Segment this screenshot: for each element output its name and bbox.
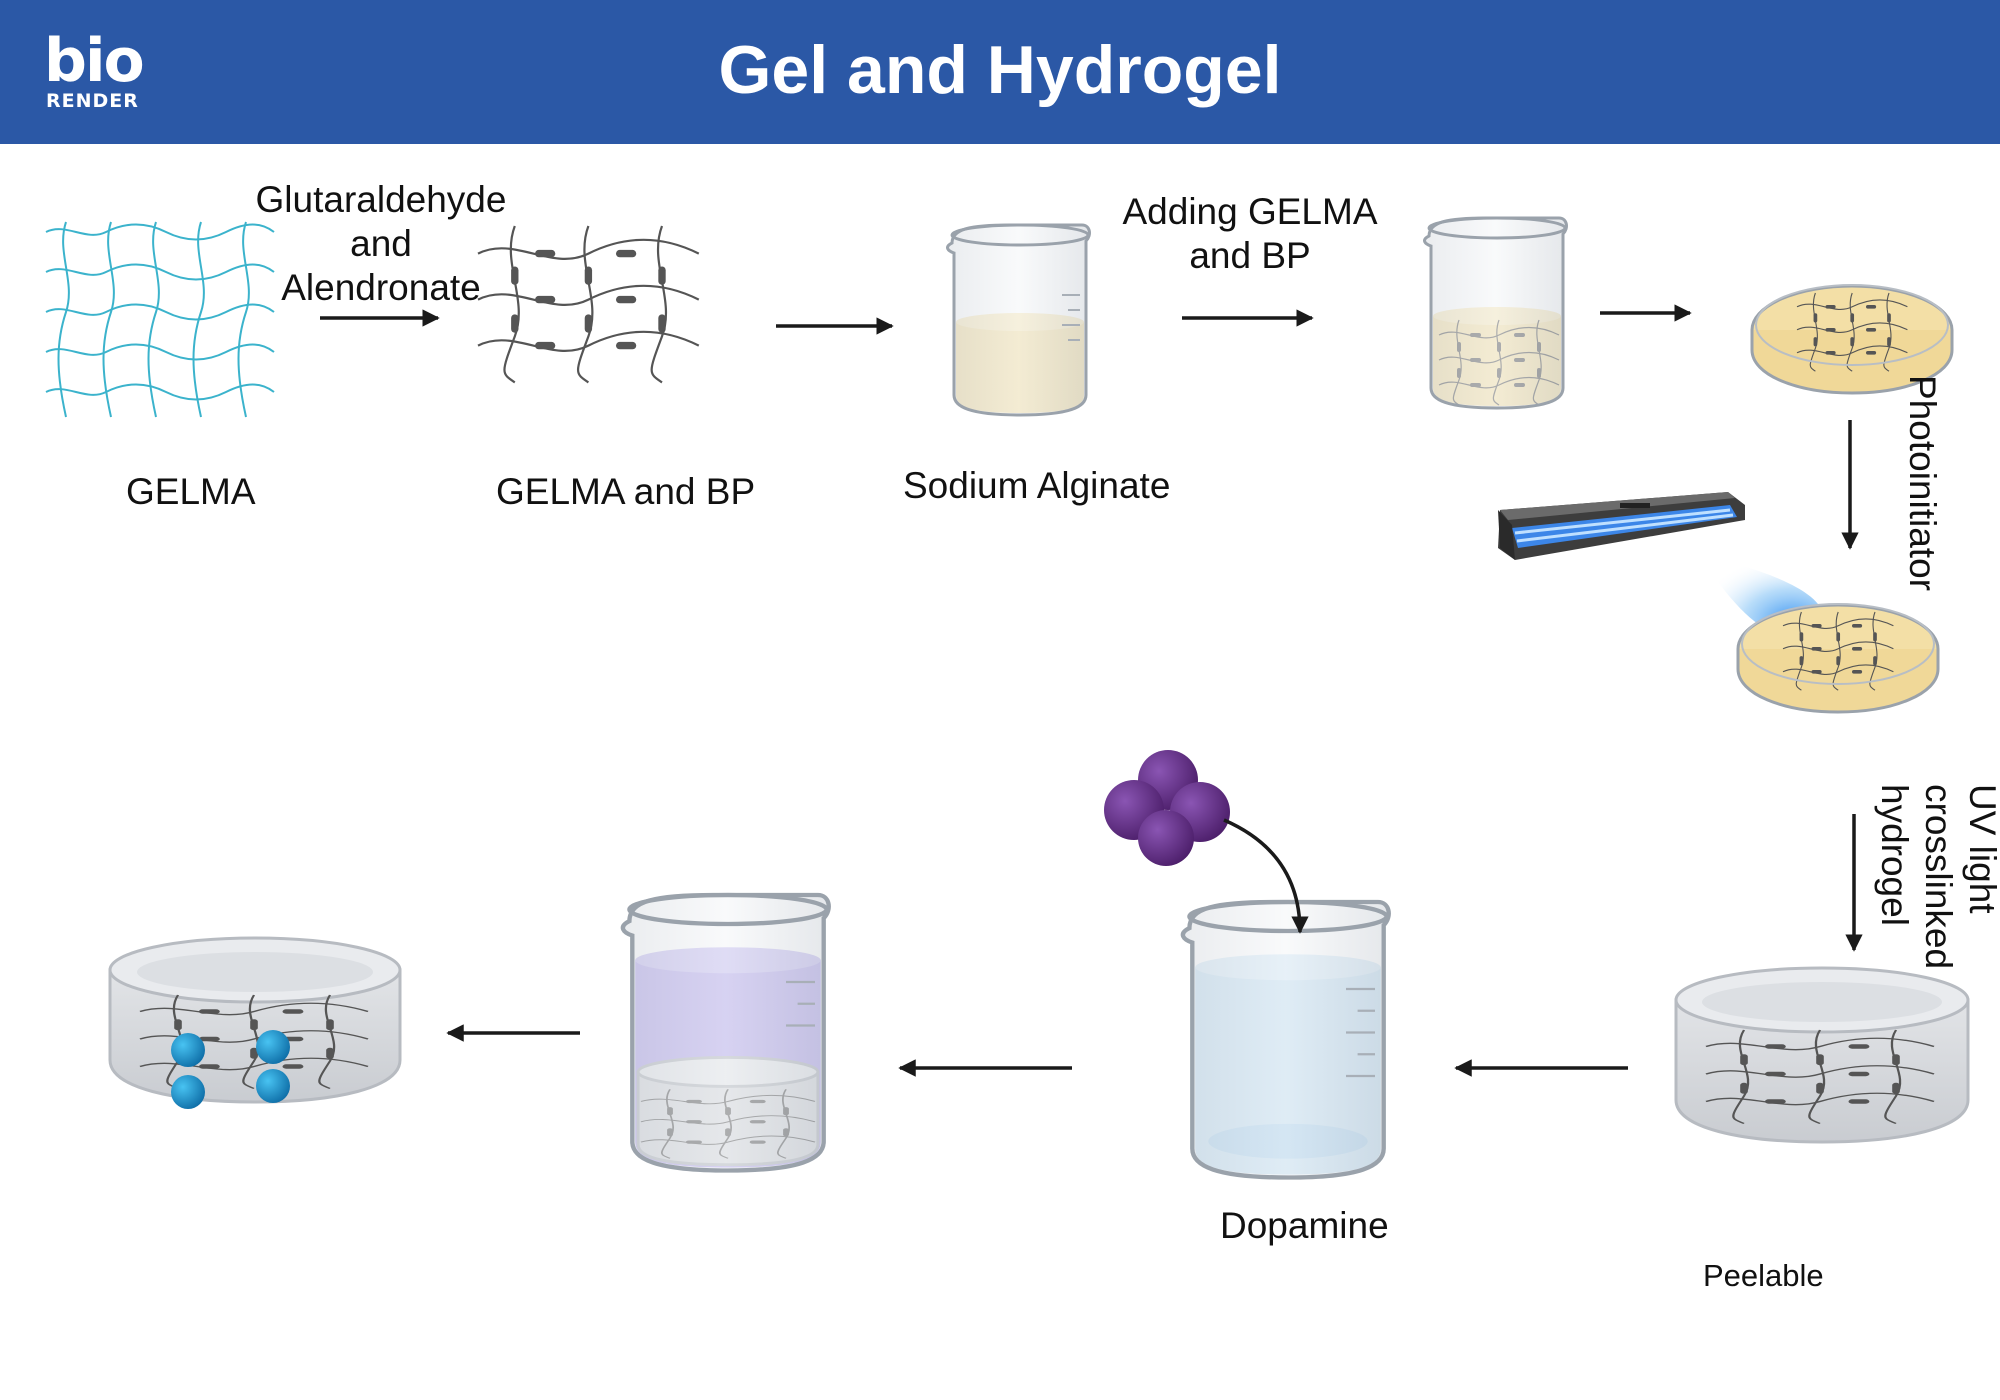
hydrogel-disc-icon	[1674, 966, 1970, 1144]
hydrogel-disc-icon	[108, 936, 402, 1109]
uv-lamp-icon	[1498, 492, 1824, 639]
glutaraldehyde-line-1: Glutaraldehyde	[255, 179, 507, 220]
uv-light-line-3: hydrogel	[1874, 784, 1915, 926]
arrow-icon	[1223, 818, 1309, 934]
nanoparticle-icon	[171, 1030, 290, 1109]
page-title: Gel and Hydrogel	[718, 32, 1282, 108]
photoinitiator-label: Photoinitiator	[1902, 375, 1943, 591]
logo-bottom-text: RENDER	[46, 90, 139, 112]
logo-top-text: bio	[44, 26, 145, 96]
petri-dish-icon	[1750, 284, 1954, 395]
glutaraldehyde-line-2: and	[350, 223, 412, 264]
sodium-alginate-label: Sodium Alginate	[903, 465, 1171, 506]
adding-gelma-label: Adding GELMA and BP	[1112, 190, 1388, 278]
uv-light-label: UV light crosslinked hydrogel	[1864, 784, 2000, 1044]
petri-dish-icon	[1736, 603, 1940, 714]
peelable-label: Peelable	[1703, 1258, 1824, 1293]
adding-gelma-line-1: Adding GELMA	[1122, 191, 1378, 232]
biorender-logo-icon: bio RENDER	[44, 26, 145, 112]
glutaraldehyde-line-3: Alendronate	[281, 267, 481, 308]
glutaraldehyde-label: Glutaraldehyde and Alendronate	[240, 178, 522, 310]
gelma-bp-label: GELMA and BP	[496, 471, 756, 512]
uv-light-line-2: crosslinked	[1918, 784, 1959, 970]
dopamine-beaker-icon	[1183, 902, 1389, 1178]
adding-gelma-line-2: and BP	[1189, 235, 1311, 276]
gelma-network-icon	[45, 221, 275, 418]
purple-beaker-icon	[623, 895, 829, 1171]
dopamine-label: Dopamine	[1220, 1205, 1389, 1246]
header-bar: bio RENDER Gel and Hydrogel	[0, 0, 2000, 144]
gelma-label: GELMA	[126, 471, 256, 512]
dopamine-molecule-icon	[1104, 750, 1230, 866]
uv-light-line-1: UV light	[1962, 784, 2000, 914]
sodium-alginate-beaker-icon	[946, 223, 1091, 417]
gel-beaker-icon	[1423, 216, 1568, 410]
